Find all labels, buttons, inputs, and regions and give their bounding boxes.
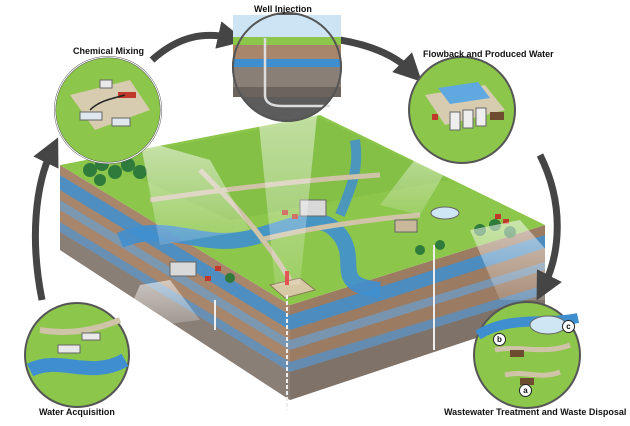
wastewater-inset xyxy=(473,301,581,409)
water-acquisition-inset xyxy=(24,302,130,408)
well-injection-inset xyxy=(232,12,342,122)
stage-label-wastewater: Wastewater Treatment and Waste Disposal xyxy=(444,407,627,417)
marker-c: c xyxy=(562,320,575,333)
stage-label-chemical-mixing: Chemical Mixing xyxy=(73,46,145,56)
arrow-mixing-to-injection xyxy=(149,21,246,63)
arrow-injection-to-flowback xyxy=(339,36,422,82)
arrow-acquisition-to-mixing xyxy=(31,137,59,301)
zoom-cones xyxy=(120,85,590,330)
chemical-mixing-inset xyxy=(54,56,162,164)
marker-b: b xyxy=(493,333,506,346)
flowback-inset xyxy=(408,56,516,164)
stage-label-flowback: Flowback and Produced Water xyxy=(423,49,554,59)
arrow-flowback-to-wastewater xyxy=(536,153,562,301)
marker-a: a xyxy=(519,384,532,397)
stage-label-well-injection: Well Injection xyxy=(254,4,312,14)
cycle-arrows xyxy=(31,21,562,301)
stage-label-water-acquisition: Water Acquisition xyxy=(39,407,115,417)
